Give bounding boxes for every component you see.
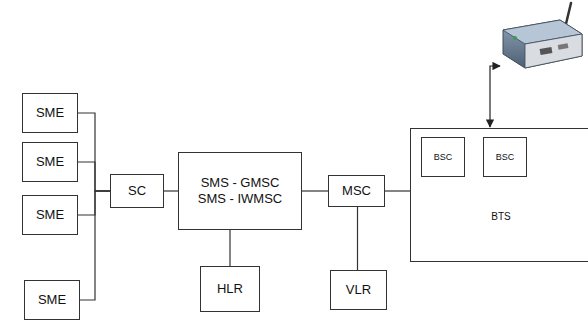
connector-line: [78, 162, 110, 191]
modem-front: [525, 34, 582, 68]
connector-line: [164, 190, 178, 191]
network-box: MSC: [328, 175, 385, 207]
connector-line: [385, 190, 410, 191]
text-block: SME: [36, 207, 64, 223]
network-box: HLR: [200, 266, 260, 312]
network-box: BTS BSC BSC: [410, 128, 588, 262]
text-block: MSC: [342, 183, 371, 199]
node-label: SME: [38, 292, 66, 307]
modem-port: [540, 47, 553, 55]
node-label: SME: [36, 154, 64, 169]
text-block: HLR: [217, 281, 243, 297]
connector-line: [78, 113, 110, 191]
text-block: BSC: [496, 152, 515, 163]
node-label: SME: [36, 105, 64, 120]
modem-port: [558, 43, 569, 50]
modem-body: [503, 20, 582, 68]
inner-box: BSC: [421, 137, 465, 177]
text-block: SC: [128, 183, 146, 199]
link-arrow: [490, 66, 500, 127]
text-block: SME: [38, 292, 66, 308]
text-block: BTS: [411, 211, 588, 223]
network-box: VLR: [330, 270, 387, 310]
node-label: BSC: [434, 152, 453, 162]
node-label: SC: [128, 183, 146, 198]
modem-led: [513, 36, 517, 40]
network-box: SME: [22, 142, 78, 182]
connector-line: [229, 230, 230, 266]
connector-line: [78, 191, 110, 215]
connector-line: [80, 191, 110, 300]
node-label: VLR: [346, 282, 371, 297]
connector-line: [357, 207, 358, 270]
inner-box: BSC: [483, 137, 527, 177]
node-label: BSC: [496, 152, 515, 162]
text-block: SMS - GMSC SMS - IWMSC: [193, 175, 287, 206]
network-box: SME: [22, 195, 78, 235]
node-label: SME: [36, 207, 64, 222]
node-label: SMS - GMSC SMS - IWMSC: [198, 175, 283, 206]
connector-line: [302, 190, 328, 191]
node-label: MSC: [342, 183, 371, 198]
node-label: HLR: [217, 281, 243, 296]
text-block: BSC: [434, 152, 453, 163]
network-box: SC: [110, 174, 164, 208]
network-box: SME: [22, 93, 78, 133]
network-box: SMS - GMSC SMS - IWMSC: [178, 152, 302, 230]
text-block: SME: [36, 154, 64, 170]
node-label: BTS: [491, 211, 510, 222]
network-box: SME: [24, 280, 80, 320]
text-block: VLR: [346, 282, 371, 298]
text-block: SME: [36, 105, 64, 121]
